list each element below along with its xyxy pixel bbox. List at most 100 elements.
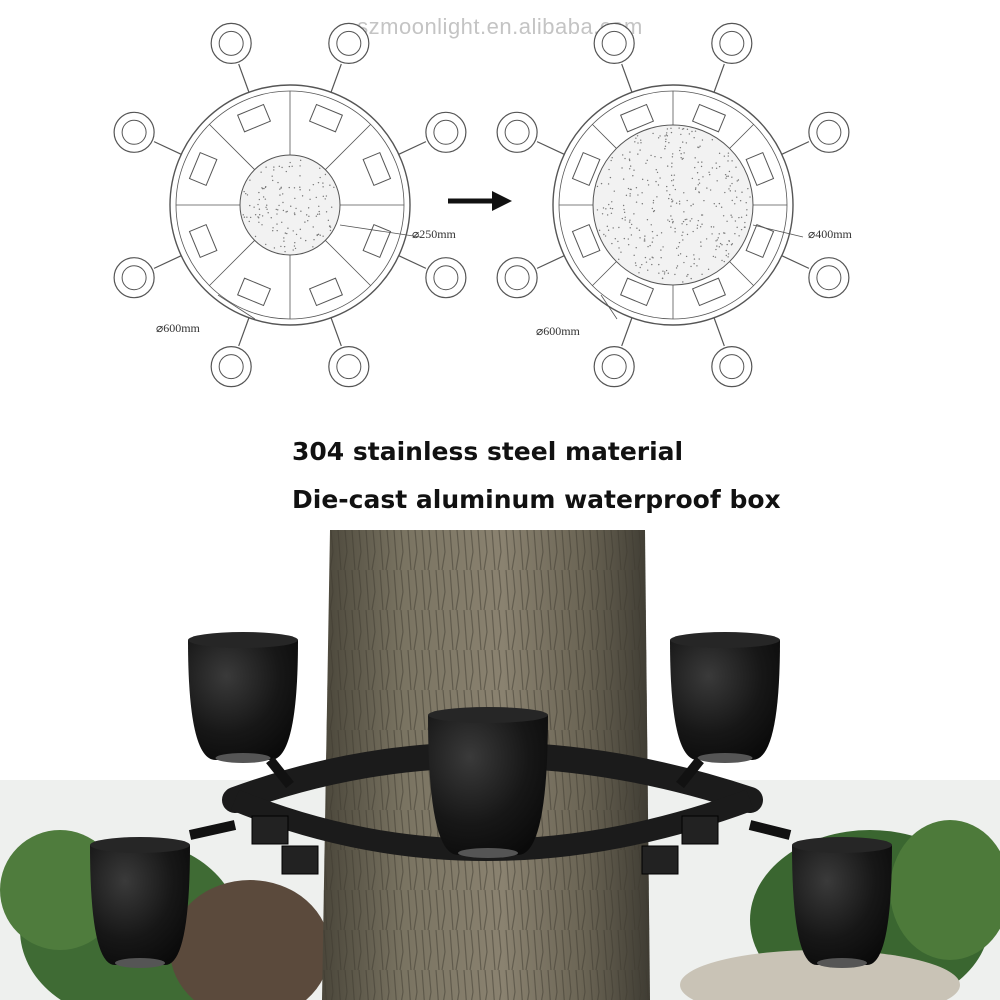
lamp-arm	[266, 756, 294, 789]
trunk-speckle	[739, 200, 742, 202]
trunk-speckle	[639, 266, 641, 269]
trunk-speckle	[611, 207, 614, 210]
trunk-speckle	[743, 226, 746, 228]
trunk-speckle	[730, 244, 733, 246]
lamp-arm	[330, 63, 342, 93]
trunk-speckle	[644, 256, 647, 259]
trunk-speckle	[281, 166, 283, 169]
trunk-speckle	[682, 239, 684, 241]
diagram-right-outer-diameter-label: ⌀600mm	[536, 324, 581, 338]
trunk-speckle	[668, 142, 670, 144]
lamp-arm	[153, 255, 182, 269]
trunk-speckle	[688, 133, 691, 135]
trunk-speckle	[734, 203, 736, 205]
trunk-speckle	[728, 240, 730, 242]
junction-box	[571, 223, 601, 259]
trunk-speckle	[657, 184, 660, 186]
trunk-speckle	[276, 213, 278, 215]
trunk-speckle	[294, 197, 296, 200]
trunk-speckle	[702, 176, 704, 178]
tree-ring-light-fixture	[90, 632, 892, 968]
trunk-speckle	[613, 190, 615, 192]
trunk-speckle	[322, 182, 324, 184]
trunk-speckle	[312, 183, 315, 186]
trunk-speckle	[678, 127, 680, 129]
trunk-speckle	[627, 243, 630, 246]
trunk-speckle	[316, 234, 319, 236]
trunk-speckle	[639, 149, 641, 151]
trunk-speckle	[309, 198, 311, 200]
trunk-speckle	[622, 154, 624, 156]
trunk-speckle	[699, 145, 701, 147]
trunk-speckle	[622, 204, 625, 207]
trunk-speckle	[649, 258, 651, 260]
trunk-speckle	[727, 160, 729, 162]
trunk-speckle	[266, 204, 268, 206]
trunk-speckle	[641, 192, 643, 194]
trunk-speckle	[665, 140, 667, 143]
trunk-speckle	[245, 192, 247, 195]
trunk-speckle	[596, 185, 599, 188]
junction-box	[362, 223, 392, 259]
trunk-speckle	[722, 215, 725, 217]
trunk-speckle	[288, 165, 291, 168]
trunk-speckle	[282, 209, 285, 212]
lamp-head	[808, 111, 850, 153]
trunk-speckle	[610, 212, 613, 214]
trunk-speckle	[319, 167, 321, 169]
lamp-rim	[90, 837, 190, 853]
trunk-speckle	[658, 263, 660, 266]
trunk-speckle	[715, 248, 717, 251]
trunk-speckle	[671, 156, 674, 158]
trunk-speckle	[304, 221, 306, 223]
junction-box	[188, 151, 218, 187]
diagram-left-inner-diameter-label: ⌀250mm	[412, 227, 457, 241]
trunk-speckle	[736, 226, 738, 229]
lamp-head	[425, 257, 467, 299]
trunk-speckle	[745, 214, 748, 216]
trunk-speckle	[729, 185, 731, 187]
lamp-head	[328, 346, 370, 388]
trunk-speckle	[307, 220, 309, 222]
trunk-speckle	[260, 171, 262, 173]
trunk-speckle	[745, 202, 747, 204]
trunk-speckle	[692, 203, 694, 205]
trunk-speckle	[672, 179, 675, 181]
trunk-speckle	[723, 260, 725, 263]
trunk-speckle	[686, 233, 689, 236]
trunk-speckle	[315, 215, 318, 217]
trunk-speckle	[747, 187, 749, 190]
trunk-speckle	[249, 216, 252, 219]
lamp-lens	[215, 753, 271, 763]
trunk-speckle	[686, 218, 688, 220]
trunk-speckle	[718, 202, 721, 205]
trunk-speckle	[682, 141, 684, 143]
trunk-speckle	[706, 187, 708, 189]
lamp-lens	[816, 119, 842, 145]
trunk-speckle	[646, 159, 648, 162]
trunk-speckle	[622, 178, 625, 180]
trunk-speckle	[293, 245, 296, 247]
trunk-speckle	[629, 193, 631, 195]
lamp-lens	[336, 354, 362, 380]
trunk-speckle	[670, 226, 672, 228]
trunk-speckle	[261, 215, 264, 217]
trunk-speckle	[635, 187, 638, 189]
lamp-arm	[713, 317, 725, 347]
lamp-lens	[817, 958, 867, 968]
technical-drawing: ⌀600mm ⌀250mm ⌀600mm ⌀400mm	[113, 22, 853, 388]
trunk-speckle	[678, 200, 681, 202]
trunk-speckle	[262, 196, 265, 198]
lamp-arm	[153, 141, 182, 155]
trunk-speckle	[628, 159, 631, 162]
trunk-speckle	[300, 237, 302, 239]
trunk-speckle	[319, 234, 321, 236]
trunk-speckle	[286, 210, 288, 213]
product-photo	[0, 530, 1000, 1000]
trunk-speckle	[723, 155, 726, 157]
trunk-speckle	[672, 220, 674, 223]
trunk-speckle	[650, 154, 652, 157]
trunk-speckle	[652, 257, 654, 259]
trunk-speckle	[731, 182, 733, 185]
trunk-speckle	[656, 196, 658, 198]
